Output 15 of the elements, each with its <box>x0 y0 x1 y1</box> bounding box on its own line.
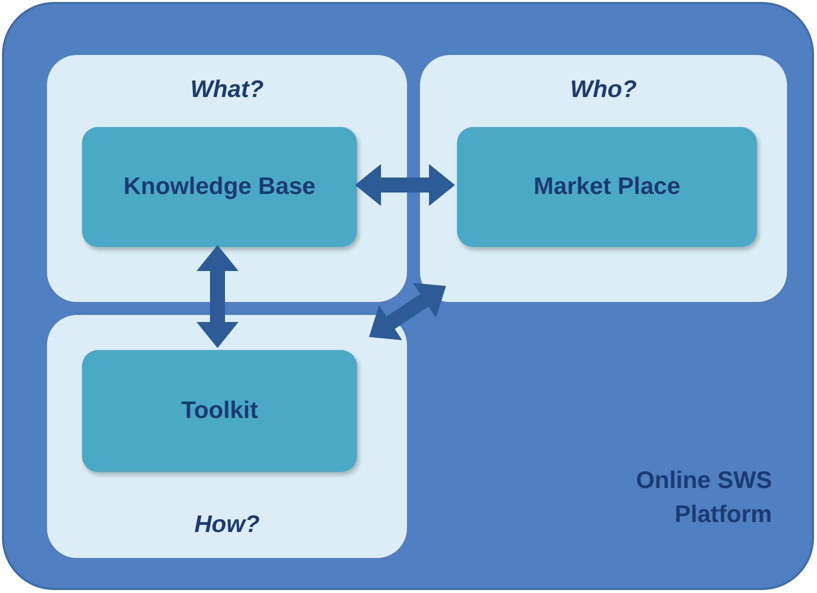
double-arrow <box>355 164 455 206</box>
double-arrow <box>196 245 238 348</box>
module-label: Market Place <box>534 173 680 201</box>
section-heading: What? <box>189 75 265 105</box>
module-label: Toolkit <box>181 397 258 425</box>
section-panel <box>47 315 407 558</box>
module-box <box>82 127 357 247</box>
module-box <box>457 127 757 247</box>
section-heading: Who? <box>569 75 638 105</box>
section-panel <box>420 55 787 302</box>
section-panel <box>47 55 407 302</box>
section-heading: How? <box>193 510 261 540</box>
platform-label: Online SWS Platform <box>634 466 772 530</box>
module-box <box>82 350 357 472</box>
module-label: Knowledge Base <box>123 173 316 201</box>
